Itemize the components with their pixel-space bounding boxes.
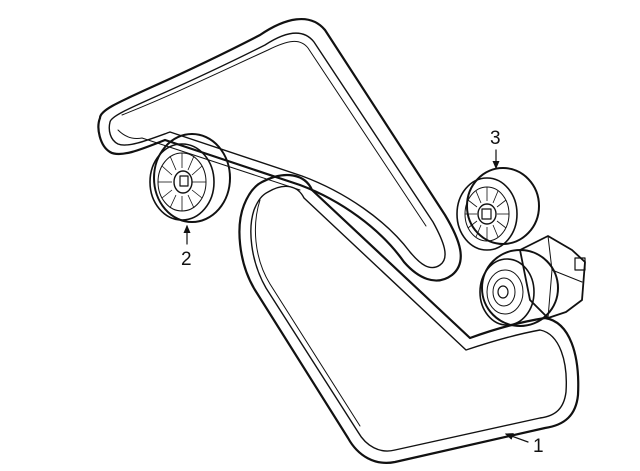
belt-tensioner	[479, 235, 586, 327]
callout-3: 3	[490, 128, 501, 170]
callout-1: 1	[504, 433, 544, 457]
pulley-3-spokes	[465, 187, 509, 241]
idler-pulley-3	[456, 167, 540, 251]
callout-3-label: 3	[490, 128, 501, 149]
pulley-2-spokes	[158, 153, 206, 211]
belt-lower-loop	[238, 173, 580, 464]
idler-pulley-2	[149, 133, 231, 223]
callout-2: 2	[181, 224, 192, 270]
callout-1-label: 1	[533, 436, 544, 457]
belt-upper-loop	[97, 17, 462, 282]
callout-2-label: 2	[181, 249, 192, 270]
